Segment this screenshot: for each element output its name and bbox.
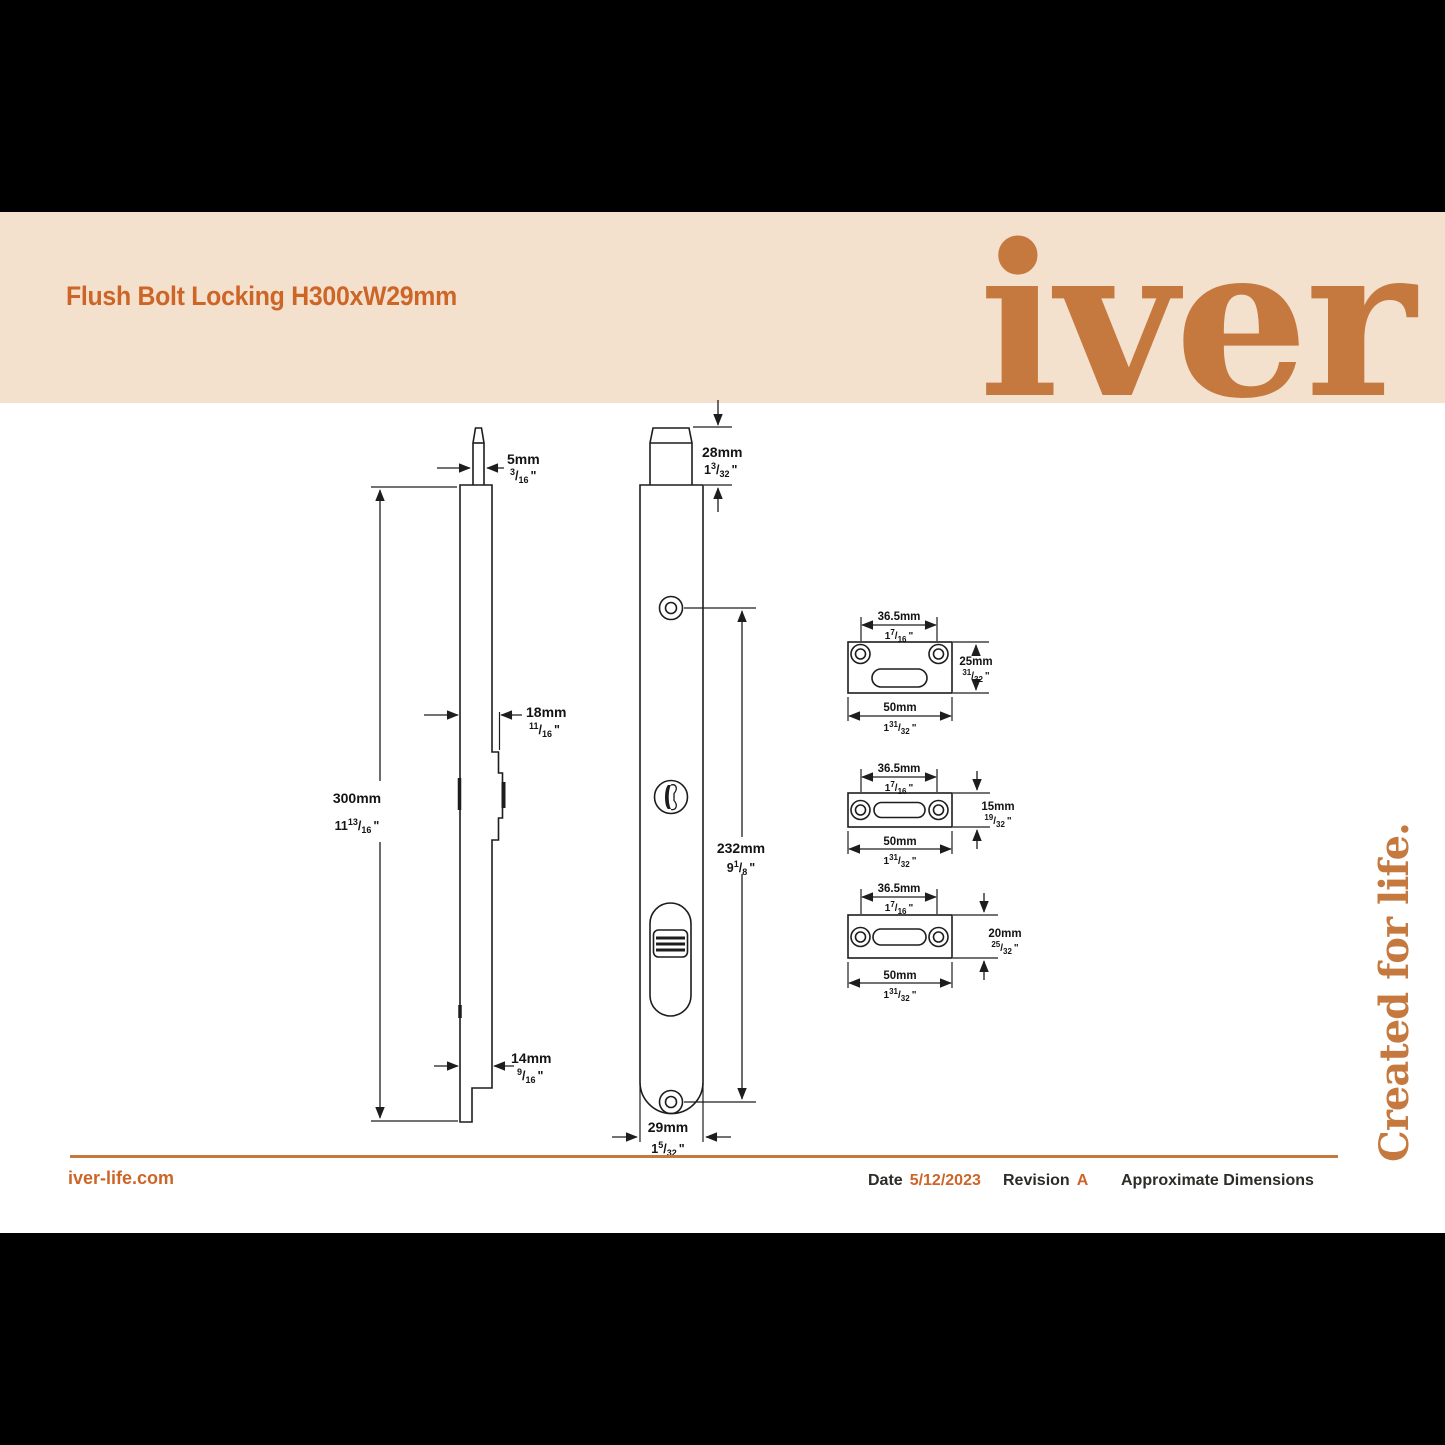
dim-50mm-inches: 131/32"	[884, 720, 917, 736]
date-value: 5/12/2023	[909, 1172, 981, 1189]
slide-knob-profile	[501, 782, 506, 808]
dim-300mm-label: 300mm	[333, 790, 381, 806]
header-band	[0, 212, 1445, 403]
front-view: 28mm 13/32" 232mm 91/8" 29mm 15/32"	[612, 400, 765, 1158]
revision-label: Revision	[1003, 1172, 1070, 1189]
iver-logo: iver	[978, 198, 1416, 445]
drawing-canvas	[0, 403, 1445, 1233]
slider-knob	[652, 929, 689, 958]
dim-50mm-inches: 131/32"	[884, 987, 917, 1003]
footer-revision: Revision A	[1003, 1172, 1088, 1190]
dim-50mm-label: 50mm	[883, 970, 916, 982]
dim-5mm-inches: 3/16"	[510, 467, 537, 485]
dim-28mm-inches: 13/32"	[704, 461, 737, 479]
dim-50mm-inches: 131/32"	[884, 853, 917, 869]
dim-36-5mm-inches: 17/16"	[885, 780, 914, 796]
strike-plate-top: 36.5mm 17/16" 25mm 31/32" 50mm 131/32"	[847, 611, 993, 736]
dim-14mm-inches: 9/16"	[517, 1067, 544, 1085]
dim-50mm-label: 50mm	[883, 836, 916, 848]
dim-18mm-label: 18mm	[526, 704, 566, 720]
dim-36-5mm-inches: 17/16"	[885, 900, 914, 916]
dim-5mm-label: 5mm	[507, 451, 540, 467]
side-view: 5mm 3/16" 300mm 1113/16" 18mm 11/16" 14m…	[333, 427, 566, 1123]
strike-plate-bottom: 36.5mm 17/16" 20mm 25/32" 50mm 131/32"	[847, 883, 1022, 1003]
dim-29mm-inches: 15/32"	[651, 1140, 684, 1158]
date-label: Date	[868, 1172, 903, 1189]
dim-28mm-label: 28mm	[702, 444, 742, 460]
dim-36-5mm-inches: 17/16"	[885, 628, 914, 644]
dim-232mm-label: 232mm	[717, 840, 765, 856]
bolt-slot	[871, 668, 928, 688]
bolt-slot	[872, 928, 927, 946]
strike-plate-middle: 36.5mm 17/16" 15mm 19/32" 50mm 131/32"	[847, 763, 1015, 869]
footer-note: Approximate Dimensions	[1121, 1172, 1314, 1189]
slider-recess	[649, 902, 692, 1017]
dim-15mm-inches: 19/32"	[984, 813, 1012, 829]
dim-36-5mm-label: 36.5mm	[878, 883, 921, 895]
dim-14mm-label: 14mm	[511, 1050, 551, 1066]
dim-36-5mm-label: 36.5mm	[878, 763, 921, 775]
dim-36-5mm-label: 36.5mm	[878, 611, 921, 623]
website-link[interactable]: iver-life.com	[68, 1168, 175, 1188]
dim-300mm-inches: 1113/16"	[335, 817, 380, 835]
bolt-slot	[873, 801, 926, 819]
footer-rule	[70, 1155, 1338, 1158]
dim-25mm-inches: 31/32"	[962, 668, 990, 684]
dim-29mm-label: 29mm	[648, 1119, 688, 1135]
revision-value: A	[1076, 1172, 1089, 1189]
dim-20mm-inches: 25/32"	[991, 940, 1019, 956]
dim-25mm-label: 25mm	[959, 656, 992, 668]
dim-50mm-label: 50mm	[883, 702, 916, 714]
dim-20mm-label: 20mm	[988, 928, 1021, 940]
dim-15mm-label: 15mm	[981, 801, 1014, 813]
key-cylinder	[653, 779, 689, 815]
page-title: Flush Bolt Locking H300xW29mm	[66, 281, 457, 311]
footer-date: Date 5/12/2023	[868, 1172, 981, 1190]
dim-18mm-inches: 11/16"	[529, 721, 560, 739]
dim-232mm-inches: 91/8"	[727, 859, 755, 877]
